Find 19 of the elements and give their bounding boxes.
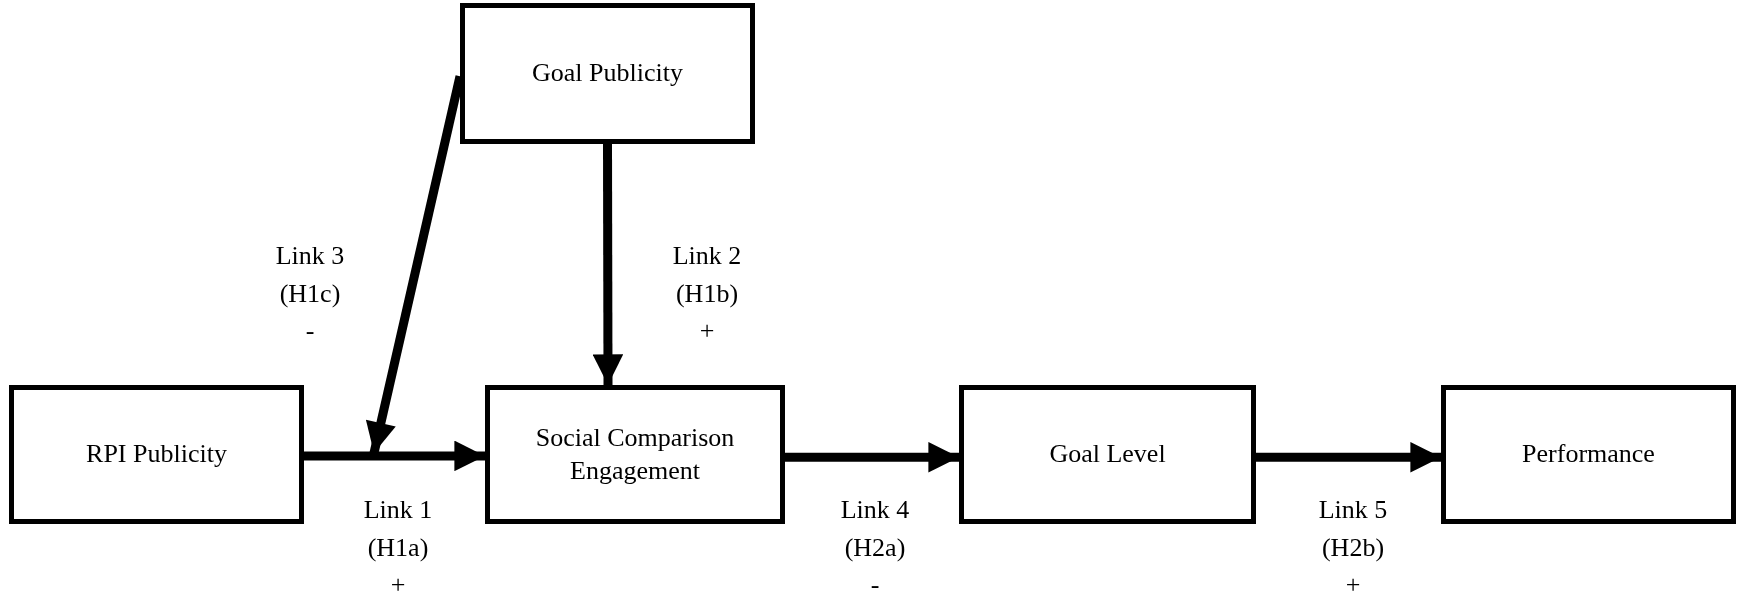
node-label: Performance [1522,438,1655,471]
node-label: Goal Publicity [532,57,683,90]
node-label: Goal Level [1049,438,1166,471]
edge-label: Link 1 (H1a) + [362,494,434,602]
variable-box [460,3,755,144]
variable-box [485,385,785,524]
arrow [1256,442,1441,473]
arrow [592,144,624,385]
arrow [304,440,485,472]
node-label: Social Comparison Engagement [534,422,736,487]
variable-box [1441,385,1736,524]
edge-label: Link 3 (H1c) - [274,240,346,348]
variable-box [959,385,1256,524]
node-label: RPI Publicity [86,438,227,471]
edge-label: Link 4 (H2a) - [839,494,911,602]
edge-label: Link 5 (H2b) + [1317,494,1389,602]
edge-label: Link 2 (H1b) + [671,240,743,348]
arrow [785,442,959,473]
variable-box [9,385,304,524]
